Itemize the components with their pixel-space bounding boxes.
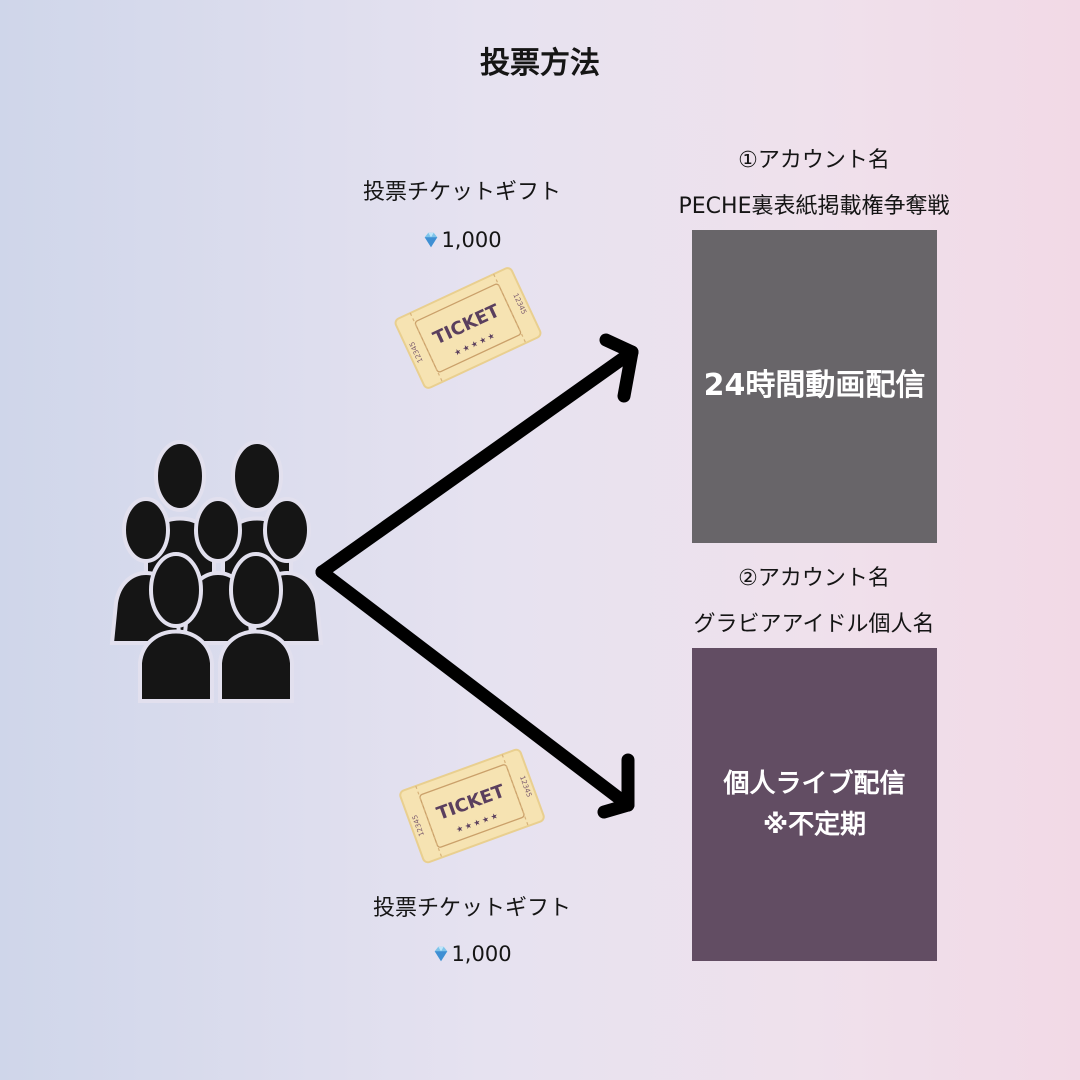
account2-heading: ②アカウント名 [738,566,890,591]
account2-box-line-2: ※不定期 [762,809,867,840]
arrow-to-account1 [315,345,639,579]
gift-label-top: 投票チケットギフト [362,180,561,205]
price-value: 1,000 [441,228,502,252]
gift-price-bottom: 1,000 [422,942,522,967]
ticket-icon-bottom: TICKET ★★★★★ 12345 12345 [399,748,545,864]
gift-label-bottom: 投票チケットギフト [372,896,571,921]
people-group-icon [109,440,323,703]
account2-subheading: グラビアアイドル個人名 [693,612,935,637]
arrowhead-2 [597,753,635,819]
account2-box-line-1: 個人ライブ配信 [723,769,906,800]
page-title: 投票方法 [480,46,600,81]
arrowhead-1 [599,333,639,403]
account1-subheading: PECHE裏表紙掲載権争奪戦 [678,194,950,219]
account2-box: 個人ライブ配信 ※不定期 [692,648,937,961]
price-value: 1,000 [451,942,512,966]
account1-box: 24時間動画配信 [692,230,937,543]
diamond-icon [425,232,438,248]
gift-price-top: 1,000 [412,228,512,253]
ticket-icon-top: TICKET ★★★★★ 12345 12345 [394,267,542,389]
arrow-to-account2 [315,565,635,812]
account1-heading: ①アカウント名 [738,148,890,173]
diamond-icon [435,946,448,962]
account1-box-text: 24時間動画配信 [703,368,926,404]
